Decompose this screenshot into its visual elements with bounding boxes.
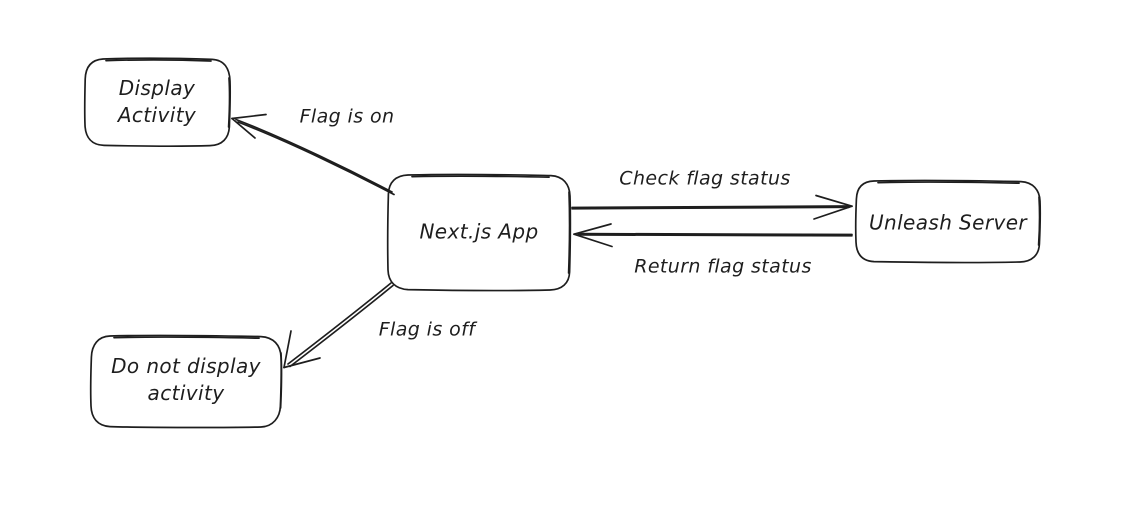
node-shape-nextjs-app — [386, 173, 572, 292]
edge-flag-on — [231, 113, 395, 196]
edge-flag-off — [283, 282, 394, 369]
node-shape-display-activity — [83, 57, 232, 148]
node-shape-do-not-display-activity — [89, 334, 283, 429]
edge-check-flag-status — [571, 194, 853, 220]
edge-return-flag-status — [573, 223, 853, 248]
node-shape-unleash-server — [854, 179, 1042, 264]
